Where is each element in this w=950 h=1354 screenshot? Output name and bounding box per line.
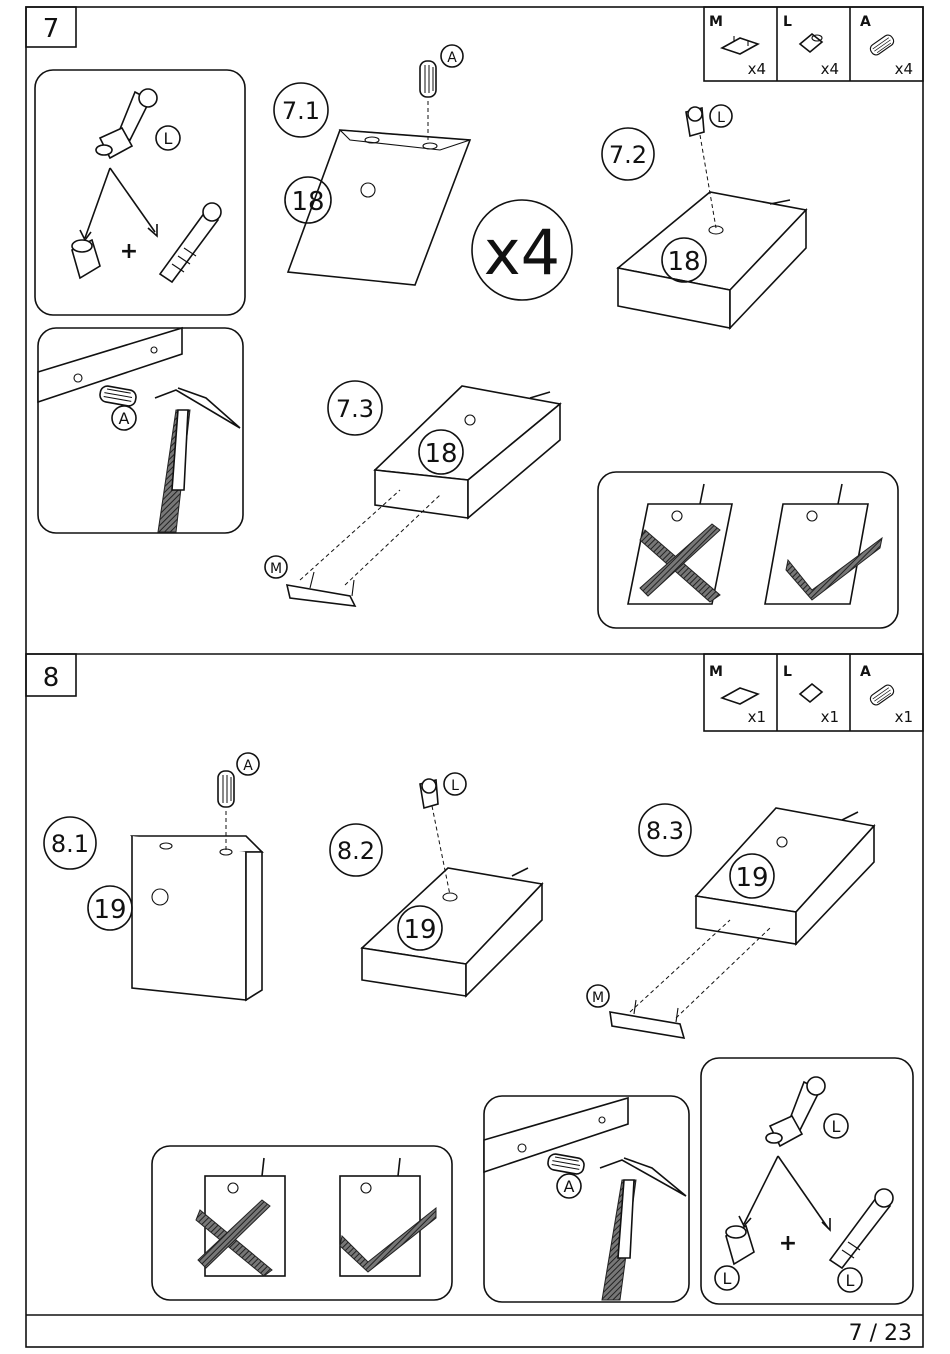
part-letter: M xyxy=(709,14,723,30)
plate-connector-icon xyxy=(722,688,758,704)
callout-letter: L xyxy=(451,778,459,794)
dowel-icon xyxy=(868,683,895,707)
plus-sign: + xyxy=(120,239,138,264)
substep-7-2: 7.2 L 18 xyxy=(602,105,806,328)
part-qty: x1 xyxy=(748,708,766,726)
panel-label: 19 xyxy=(403,915,436,945)
callout-letter: A xyxy=(447,50,457,66)
plate-connector-icon xyxy=(610,1000,684,1038)
panel-label: 19 xyxy=(93,895,126,925)
substep-8-1: 8.1 A 19 xyxy=(44,753,262,1000)
substep-7-1: 7.1 A 18 xyxy=(274,45,470,285)
part-letter: M xyxy=(709,664,723,680)
callout-letter: L xyxy=(717,110,725,126)
dowel-icon xyxy=(420,61,436,97)
cam-bolt-icon xyxy=(96,89,157,158)
part-letter: L xyxy=(783,664,792,680)
dowel-icon xyxy=(99,385,137,407)
repeat-badge: x4 xyxy=(472,200,572,300)
callout-letter: A xyxy=(564,1177,575,1196)
parts-box: M x4 L x4 A x4 xyxy=(704,7,923,81)
cam-nut-icon xyxy=(72,240,100,278)
cam-nut-icon xyxy=(800,34,822,52)
part-letter: A xyxy=(860,664,871,680)
repeat-count: x4 xyxy=(484,216,560,289)
callout-letter: L xyxy=(723,1269,732,1288)
part-qty: x1 xyxy=(895,708,913,726)
part-letter: A xyxy=(860,14,871,30)
step-number: 7 xyxy=(43,14,60,44)
callout-letter: M xyxy=(592,990,604,1006)
substep-label: 7.2 xyxy=(609,141,647,169)
substep-8-3: 8.3 19 M xyxy=(587,804,874,1038)
cam-lock-detail: L + xyxy=(35,70,245,315)
panel-label: 19 xyxy=(735,863,768,893)
callout-letter: M xyxy=(270,561,282,577)
cam-nut-icon xyxy=(686,107,704,136)
orientation-check xyxy=(152,1146,452,1300)
substep-label: 8.3 xyxy=(646,817,684,845)
cam-bolt-icon xyxy=(766,1077,825,1146)
part-qty: x4 xyxy=(748,60,766,78)
dowel-icon xyxy=(218,771,234,807)
part-qty: x1 xyxy=(821,708,839,726)
step-number: 8 xyxy=(43,663,60,693)
callout-letter: A xyxy=(119,409,130,428)
substep-label: 8.1 xyxy=(51,830,89,858)
hammer-icon xyxy=(600,1158,686,1300)
part-letter: L xyxy=(783,14,792,30)
panel-label: 18 xyxy=(424,439,457,469)
hammer-dowel-detail: A xyxy=(484,1096,689,1302)
callout-letter: L xyxy=(832,1117,841,1136)
cam-nut-icon xyxy=(800,684,822,702)
parts-box: M x1 L x1 A x1 xyxy=(704,654,923,731)
step-8: 8 M x1 L x1 A x1 8.1 xyxy=(26,654,923,1304)
callout-letter: L xyxy=(164,129,173,148)
step-7: 7 M x4 L x4 A x4 xyxy=(26,7,923,628)
callout-letter: A xyxy=(243,758,253,774)
part-qty: x4 xyxy=(821,60,839,78)
substep-label: 8.2 xyxy=(337,837,375,865)
cam-lock-detail: L L + L xyxy=(701,1058,913,1304)
hammer-dowel-detail: A xyxy=(38,328,243,533)
page-number: 7 / 23 xyxy=(849,1321,912,1346)
plus-sign: + xyxy=(779,1231,797,1256)
screw-bolt-icon xyxy=(830,1189,893,1268)
dowel-icon xyxy=(547,1153,585,1175)
panel-label: 18 xyxy=(291,187,324,217)
dowel-icon xyxy=(868,33,895,57)
hammer-icon xyxy=(155,388,240,532)
cam-nut-icon xyxy=(420,779,438,808)
orientation-check xyxy=(598,472,898,628)
plate-connector-icon xyxy=(722,36,758,54)
part-qty: x4 xyxy=(895,60,913,78)
substep-7-3: 7.3 18 M xyxy=(265,381,560,606)
plate-connector-icon xyxy=(287,572,355,606)
substep-label: 7.1 xyxy=(282,97,320,125)
cam-nut-icon xyxy=(726,1226,754,1264)
callout-letter: L xyxy=(846,1271,855,1290)
substep-label: 7.3 xyxy=(336,395,374,423)
panel-label: 18 xyxy=(667,247,700,277)
screw-bolt-icon xyxy=(160,203,221,282)
substep-8-2: 8.2 L 19 xyxy=(330,773,542,996)
